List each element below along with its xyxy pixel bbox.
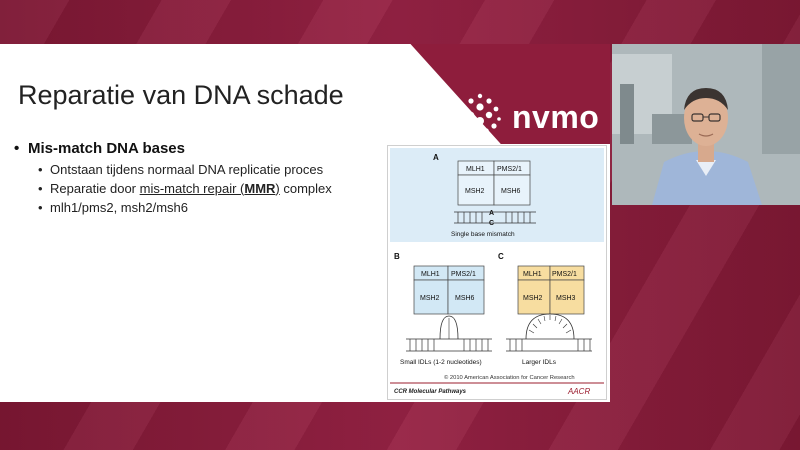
panel-c-pms2: PMS2/1 bbox=[552, 271, 577, 278]
panel-b-caption: Small IDLs (1-2 nucleotides) bbox=[400, 359, 482, 366]
sub-bullet-1: •Ontstaan tijdens normaal DNA replicatie… bbox=[38, 162, 324, 177]
sub-bullet-2-bold: MMR bbox=[244, 181, 276, 196]
bullet-list: •Mis-match DNA bases •Ontstaan tijdens n… bbox=[14, 140, 394, 219]
presenter-webcam bbox=[612, 44, 800, 205]
panel-b-letter: B bbox=[394, 252, 400, 261]
mmr-diagram: A MLH1 PMS2/1 MSH2 MSH6 A C Single base … bbox=[390, 148, 604, 396]
mmr-diagram-figure: A MLH1 PMS2/1 MSH2 MSH6 A C Single base … bbox=[387, 145, 607, 400]
panel-a-base-c: C bbox=[489, 220, 494, 227]
sub-bullet-3-text: mlh1/pms2, msh2/msh6 bbox=[50, 200, 188, 215]
panel-c-msh3: MSH3 bbox=[556, 295, 576, 302]
sub-bullet-3: •mlh1/pms2, msh2/msh6 bbox=[38, 200, 188, 215]
nvmo-dots-icon bbox=[459, 93, 501, 141]
sub-bullet-2-link: mis-match repair ( bbox=[139, 181, 245, 196]
panel-a-caption: Single base mismatch bbox=[451, 231, 515, 238]
aacr-logo: AACR bbox=[567, 387, 590, 396]
nvmo-logo-text: nvmo bbox=[512, 98, 600, 135]
sub-bullet-1-text: Ontstaan tijdens normaal DNA replicatie … bbox=[50, 162, 324, 177]
panel-c-letter: C bbox=[498, 252, 504, 261]
panel-a-pms2: PMS2/1 bbox=[497, 166, 522, 173]
bullet-main-text: Mis-match DNA bases bbox=[28, 140, 185, 157]
sub-bullet-2-link-end: ) bbox=[275, 181, 280, 196]
sub-bullet-2-suffix: complex bbox=[279, 181, 332, 196]
panel-b-msh2: MSH2 bbox=[420, 295, 440, 302]
panel-a-msh2: MSH2 bbox=[465, 188, 485, 195]
panel-a-msh6: MSH6 bbox=[501, 188, 521, 195]
panel-c-caption: Larger IDLs bbox=[522, 359, 557, 366]
slide-title: Reparatie van DNA schade bbox=[18, 80, 344, 110]
figure-copyright: © 2010 American Association for Cancer R… bbox=[444, 374, 575, 381]
sub-bullet-2: • Reparatie door mis-match repair (MMR) … bbox=[38, 181, 332, 196]
presenter-video-image bbox=[612, 44, 800, 205]
panel-c-mlh1: MLH1 bbox=[523, 271, 542, 278]
panel-b-msh6: MSH6 bbox=[455, 295, 475, 302]
panel-b-pms2: PMS2/1 bbox=[451, 271, 476, 278]
panel-b-mlh1: MLH1 bbox=[421, 271, 440, 278]
panel-a-letter: A bbox=[433, 153, 439, 162]
nvmo-logo: nvmo bbox=[458, 92, 599, 142]
panel-a-mlh1: MLH1 bbox=[466, 166, 485, 173]
panel-c-msh2: MSH2 bbox=[523, 295, 543, 302]
bullet-main: •Mis-match DNA bases bbox=[14, 140, 185, 157]
sub-bullet-2-prefix: Reparatie door bbox=[50, 181, 140, 196]
figure-footer: CCR Molecular Pathways bbox=[394, 389, 467, 395]
panel-a-base-a: A bbox=[489, 210, 494, 217]
